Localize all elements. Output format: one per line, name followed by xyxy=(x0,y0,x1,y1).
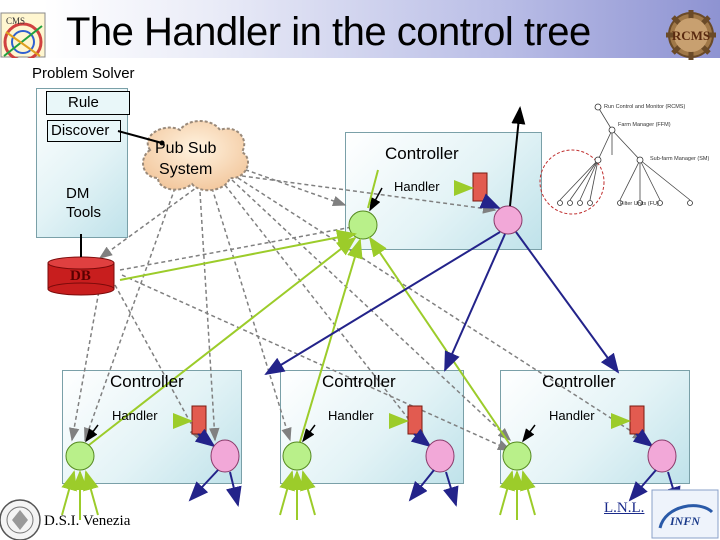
rule-label: Rule xyxy=(68,94,99,111)
dm-tools-label: DM Tools xyxy=(66,185,102,221)
tree-inset: Run Control and Monitor (RCMS) Farm Mana… xyxy=(539,103,709,215)
db-label: DB xyxy=(70,268,91,284)
infn-logo-text: INFN xyxy=(669,514,701,528)
left-green-node xyxy=(65,441,95,471)
footer-right-link[interactable]: L.N.L. xyxy=(604,500,645,516)
tree-label-sm: Sub-farm Manager (SM) xyxy=(650,156,709,162)
right-pink-node xyxy=(647,439,677,473)
left-pink-node xyxy=(210,439,240,473)
blue-links xyxy=(264,231,620,376)
mid-green-node xyxy=(282,441,312,471)
top-handler-label: Handler xyxy=(394,179,440,194)
pubsub-cloud xyxy=(142,120,249,192)
mid-controller-label: Controller xyxy=(322,372,396,391)
top-pink-node xyxy=(493,205,523,235)
title-bar xyxy=(0,0,720,58)
left-controller-label: Controller xyxy=(110,372,184,391)
mid-pink-node xyxy=(425,439,455,473)
problem-solver-title: Problem Solver xyxy=(32,65,135,82)
university-seal xyxy=(0,499,41,540)
rcms-logo: RCMS xyxy=(664,10,718,60)
left-handler-label: Handler xyxy=(112,408,158,423)
green-links xyxy=(79,169,516,453)
outgoing-blue-bottom xyxy=(188,469,681,507)
discover-label: Discover xyxy=(51,122,110,139)
mid-handler-label: Handler xyxy=(328,408,374,423)
right-green-node xyxy=(502,441,532,471)
slide-title: The Handler in the control tree xyxy=(66,10,591,54)
db-cylinder xyxy=(47,256,115,296)
tree-label-rcms: Run Control and Monitor (RCMS) xyxy=(604,104,685,110)
tree-label-ffm: Farm Manager (FFM) xyxy=(618,122,671,128)
tree-label-fu: Filter Units (FU) xyxy=(620,201,659,207)
top-handler-box xyxy=(472,172,488,202)
footer-left-text: D.S.I. Venezia xyxy=(44,513,131,529)
incoming-green-bottom xyxy=(61,470,536,520)
right-controller-label: Controller xyxy=(542,372,616,391)
discover-link xyxy=(117,130,163,144)
cms-logo: CMS xyxy=(0,12,46,58)
infn-logo: INFN xyxy=(651,489,719,539)
rcms-logo-text: RCMS xyxy=(672,28,710,43)
top-controller-label: Controller xyxy=(385,144,459,163)
right-handler-label: Handler xyxy=(549,408,595,423)
cms-logo-text: CMS xyxy=(6,16,25,26)
pubsub-label: Pub Sub System xyxy=(155,140,217,178)
rule-box xyxy=(46,91,130,115)
